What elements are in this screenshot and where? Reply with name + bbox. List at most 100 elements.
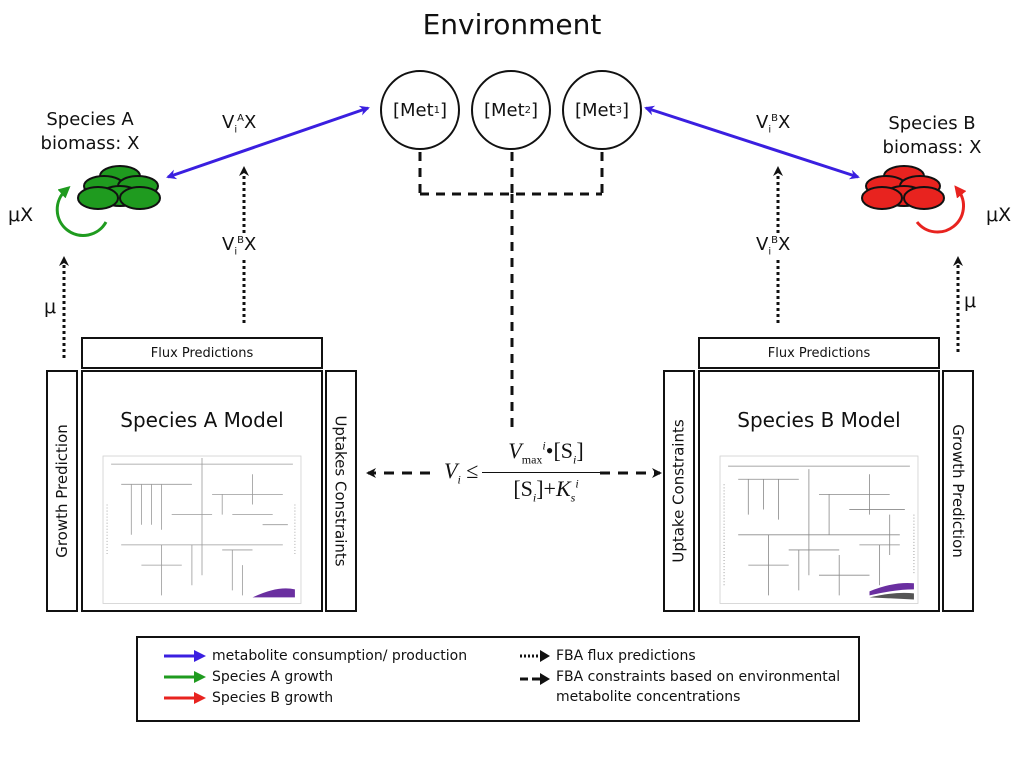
legend: metabolite consumption/ production Speci… bbox=[136, 636, 860, 722]
dotted-arrow-icon bbox=[520, 650, 550, 662]
blue-arrow-icon bbox=[164, 650, 206, 662]
species-b-predicted-flux-label: ViBX bbox=[756, 234, 791, 258]
metabolite-bracket: ] bbox=[531, 99, 539, 121]
formula-fraction-bar bbox=[482, 472, 610, 473]
species-a-cells-icon bbox=[77, 165, 161, 210]
species-b-network-map-image bbox=[719, 455, 919, 604]
species-a-model-box: Species A Model bbox=[81, 370, 323, 612]
metabolite-label: [Met bbox=[574, 99, 616, 121]
species-b-exchange-flux-label: ViBX bbox=[756, 112, 790, 136]
uptake-constraints-label: Uptake Constraints bbox=[670, 419, 688, 563]
flux-sub: i bbox=[234, 246, 238, 258]
flux-sup: B bbox=[771, 113, 778, 124]
formula-s-close: ] bbox=[536, 476, 544, 501]
flux-sup: B bbox=[771, 235, 778, 246]
flux-predictions-label: Flux Predictions bbox=[767, 345, 871, 361]
formula-vmax: V bbox=[508, 438, 522, 463]
species-b-model-box: Species B Model bbox=[698, 370, 940, 612]
species-a-biomass: biomass: X bbox=[40, 133, 140, 154]
legend-label: FBA flux predictions bbox=[556, 648, 696, 664]
green-arrow-icon bbox=[164, 671, 206, 683]
metabolite-index: 3 bbox=[615, 104, 623, 116]
environment-dashed-connector bbox=[418, 152, 604, 432]
metabolite-label: [Met bbox=[483, 99, 525, 121]
legend-label: Species A growth bbox=[212, 669, 334, 685]
flux-symbol: V bbox=[222, 234, 235, 255]
formula-s-sub: i bbox=[573, 452, 577, 467]
flux-biomass: X bbox=[243, 112, 257, 133]
uptake-constraints-label: Uptakes Constraints bbox=[332, 415, 350, 567]
formula-s: [S bbox=[553, 438, 574, 463]
species-a-label: Species A biomass: X bbox=[30, 108, 150, 156]
legend-label: metabolite consumption/ production bbox=[212, 648, 468, 664]
species-b-cells-icon bbox=[861, 165, 945, 210]
red-arrow-icon bbox=[164, 692, 206, 704]
species-b-model-title: Species B Model bbox=[737, 408, 901, 432]
legend-item-species-b-growth: Species B growth bbox=[164, 690, 333, 706]
species-a-flux-predictions-box: Flux Predictions bbox=[81, 337, 323, 369]
formula-k-sub: s bbox=[570, 490, 576, 505]
species-a-predicted-flux-label: ViBX bbox=[222, 234, 257, 258]
legend-label: FBA constraints based on environmental bbox=[556, 669, 841, 685]
formula-s-close: ] bbox=[576, 438, 584, 463]
formula-relation: ≤ bbox=[466, 458, 479, 483]
metabolite-label: [Met bbox=[392, 99, 434, 121]
formula-numerator: Vmaxi•[Si] bbox=[480, 438, 612, 467]
formula-vmax-sup: i bbox=[542, 438, 546, 453]
metabolite-bracket: ] bbox=[622, 99, 630, 121]
environment-title: Environment bbox=[422, 8, 602, 41]
species-a-growth-label: μX bbox=[8, 204, 34, 226]
formula-dot: • bbox=[545, 438, 554, 463]
formula-v-sub: i bbox=[457, 472, 461, 487]
flux-sup: A bbox=[237, 113, 244, 124]
flux-biomass: X bbox=[777, 234, 791, 255]
legend-item-fba-constraints: FBA constraints based on environmental m… bbox=[520, 669, 840, 705]
flux-biomass: X bbox=[777, 112, 791, 133]
flux-symbol: V bbox=[222, 112, 235, 133]
legend-item-fba-flux-predictions: FBA flux predictions bbox=[520, 648, 696, 664]
legend-label: Species B growth bbox=[212, 690, 334, 706]
formula-s: [S bbox=[513, 476, 533, 501]
species-b-flux-predictions-box: Flux Predictions bbox=[698, 337, 940, 369]
species-b-growth-label: μX bbox=[986, 204, 1012, 226]
formula-v: V bbox=[444, 458, 458, 483]
growth-prediction-label: Growth Prediction bbox=[949, 424, 967, 558]
species-a-name: Species A bbox=[46, 109, 134, 130]
species-a-growth-prediction-box: Growth Prediction bbox=[46, 370, 78, 612]
exchange-arrow-a bbox=[166, 105, 370, 180]
formula-k: K bbox=[555, 476, 571, 501]
species-b-name: Species B bbox=[888, 113, 976, 134]
formula-lhs: Vi ≤ bbox=[444, 458, 478, 487]
flux-symbol: V bbox=[756, 234, 769, 255]
species-b-label: Species B biomass: X bbox=[872, 112, 992, 160]
metabolite-bracket: ] bbox=[440, 99, 448, 121]
flux-sub: i bbox=[768, 124, 772, 136]
formula-k-sup: i bbox=[575, 476, 579, 491]
flux-predictions-label: Flux Predictions bbox=[150, 345, 254, 361]
flux-sub: i bbox=[234, 124, 238, 136]
species-a-uptake-constraints-box: Uptakes Constraints bbox=[325, 370, 357, 612]
species-a-model-title: Species A Model bbox=[120, 408, 284, 432]
legend-label-continued: metabolite concentrations bbox=[556, 689, 741, 705]
formula-s-sub: i bbox=[532, 490, 537, 505]
metabolite-index: 2 bbox=[524, 104, 532, 116]
flux-sub: i bbox=[768, 246, 772, 258]
species-b-uptake-constraints-box: Uptake Constraints bbox=[663, 370, 695, 612]
growth-loop-b bbox=[915, 185, 967, 234]
legend-item-metabolite-exchange: metabolite consumption/ production bbox=[164, 648, 467, 664]
exchange-arrow-b bbox=[644, 105, 860, 180]
formula-denominator: [Si]+Ksi bbox=[480, 476, 612, 505]
species-b-growth-prediction-box: Growth Prediction bbox=[942, 370, 974, 612]
species-b-mu-label: μ bbox=[964, 290, 977, 312]
growth-loop-a bbox=[55, 186, 108, 237]
legend-item-species-a-growth: Species A growth bbox=[164, 669, 333, 685]
flux-sup: B bbox=[237, 235, 244, 246]
growth-prediction-label: Growth Prediction bbox=[53, 424, 71, 558]
dashed-arrow-icon bbox=[520, 673, 550, 685]
michaelis-menten-uptake-formula: Vi ≤ Vmaxi•[Si] [Si]+Ksi bbox=[440, 438, 610, 508]
flux-symbol: V bbox=[756, 112, 769, 133]
formula-vmax-sub: max bbox=[521, 452, 543, 467]
